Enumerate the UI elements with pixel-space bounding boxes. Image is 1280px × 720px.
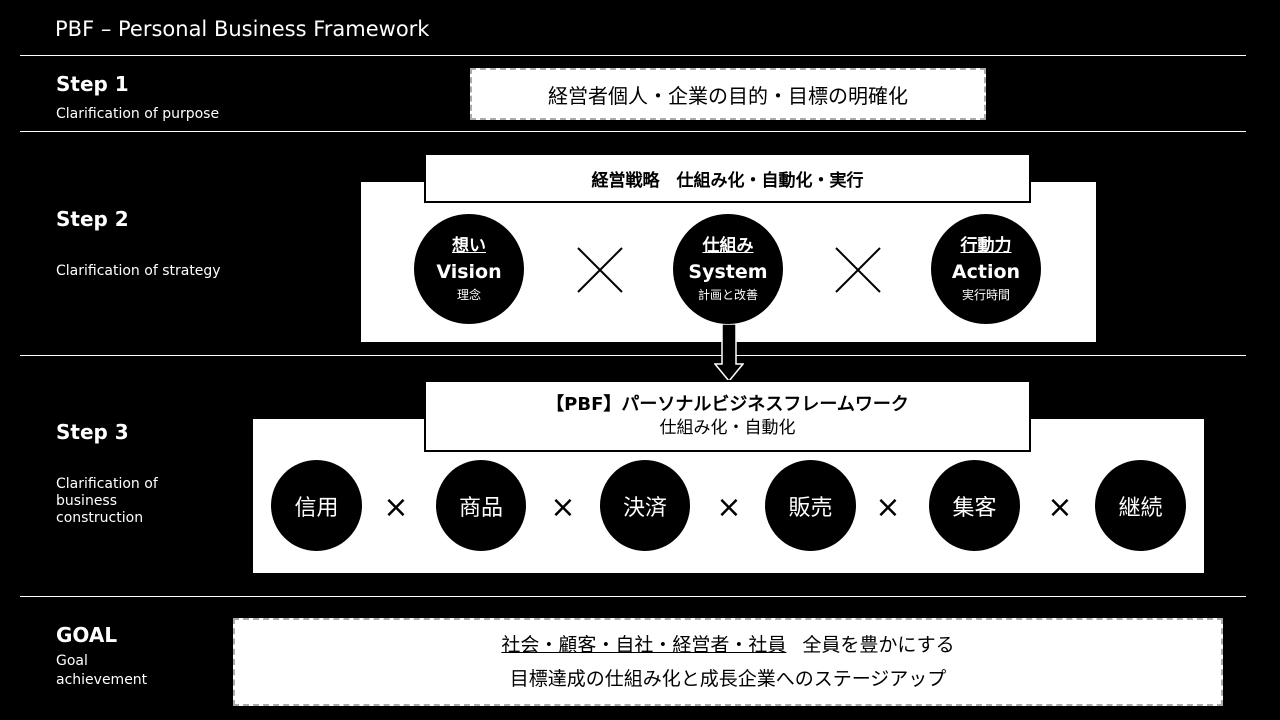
multiply-icon bbox=[577, 247, 623, 293]
framework-header-sub: 仕組み化・自動化 bbox=[659, 418, 796, 438]
system-en: System bbox=[688, 261, 768, 283]
framework-circle-label: 集客 bbox=[952, 495, 997, 521]
system-jp: 仕組み bbox=[702, 236, 754, 256]
goal-line-2: 目標達成の仕組み化と成長企業へのステージアップ bbox=[509, 668, 947, 690]
goal-subtitle: Goal achievement bbox=[56, 652, 147, 690]
framework-circle-label: 決済 bbox=[622, 495, 667, 521]
step3-heading: Step 3 bbox=[56, 420, 129, 444]
framework-circle-label: 販売 bbox=[788, 495, 833, 521]
strategy-header-text: 経営戦略 仕組み化・自動化・実行 bbox=[591, 170, 864, 191]
goal-subtitle-line: achievement bbox=[56, 672, 148, 688]
system-circle: 仕組み System 計画と改善 bbox=[673, 214, 783, 324]
framework-circle-label: 信用 bbox=[294, 495, 339, 521]
times-icon: × bbox=[875, 490, 901, 525]
purpose-box: 経営者個人・企業の目的・目標の明確化 bbox=[470, 68, 986, 120]
divider-step1 bbox=[20, 131, 1246, 132]
vision-jp: 想い bbox=[452, 236, 486, 256]
step1-heading: Step 1 bbox=[56, 72, 129, 96]
times-icon: × bbox=[383, 490, 409, 525]
divider-top bbox=[20, 55, 1246, 56]
goal-line-1: 社会・顧客・自社・経営者・社員 全員を豊かにする bbox=[235, 630, 1221, 660]
times-icon: × bbox=[1047, 490, 1073, 525]
framework-circle: 販売 bbox=[765, 460, 856, 551]
framework-circle: 信用 bbox=[271, 460, 362, 551]
page-title: PBF – Personal Business Framework bbox=[55, 17, 430, 41]
system-sub: 計画と改善 bbox=[697, 288, 758, 302]
step3-subtitle: Clarification of business construction bbox=[56, 476, 158, 527]
framework-circle: 商品 bbox=[436, 460, 526, 551]
down-arrow-icon bbox=[714, 324, 744, 382]
divider-step3 bbox=[20, 596, 1246, 597]
step2-subtitle: Clarification of strategy bbox=[56, 263, 221, 279]
step1-subtitle: Clarification of purpose bbox=[56, 106, 220, 122]
framework-header-box: 【PBF】パーソナルビジネスフレームワーク 仕組み化・自動化 bbox=[424, 380, 1031, 452]
step3-subtitle-line: business bbox=[56, 493, 118, 509]
goal-box: 社会・顧客・自社・経営者・社員 全員を豊かにする 目標達成の仕組み化と成長企業へ… bbox=[233, 618, 1223, 706]
times-icon: × bbox=[716, 490, 742, 525]
framework-circle-label: 継続 bbox=[1118, 495, 1163, 521]
action-jp: 行動力 bbox=[960, 236, 1012, 256]
goal-stakeholders: 社会・顧客・自社・経営者・社員 bbox=[501, 634, 787, 656]
strategy-header-box: 経営戦略 仕組み化・自動化・実行 bbox=[424, 153, 1031, 203]
step3-subtitle-line: construction bbox=[56, 510, 144, 526]
goal-heading: GOAL bbox=[56, 623, 118, 647]
framework-circle: 決済 bbox=[600, 460, 690, 551]
step3-subtitle-line: Clarification of bbox=[56, 476, 158, 492]
vision-en: Vision bbox=[436, 261, 502, 283]
multiply-icon bbox=[835, 247, 881, 293]
step2-heading: Step 2 bbox=[56, 207, 129, 231]
goal-prosper: 全員を豊かにする bbox=[802, 634, 955, 656]
goal-subtitle-line: Goal bbox=[56, 653, 88, 669]
divider-step2 bbox=[20, 355, 1246, 356]
action-circle: 行動力 Action 実行時間 bbox=[931, 214, 1041, 324]
action-sub: 実行時間 bbox=[961, 288, 1010, 302]
action-en: Action bbox=[951, 261, 1021, 283]
framework-circle: 継続 bbox=[1095, 460, 1186, 551]
framework-circle-label: 商品 bbox=[458, 495, 503, 521]
vision-sub: 理念 bbox=[456, 288, 481, 302]
times-icon: × bbox=[550, 490, 576, 525]
purpose-text: 経営者個人・企業の目的・目標の明確化 bbox=[548, 83, 908, 108]
framework-circle: 集客 bbox=[929, 460, 1020, 551]
vision-circle: 想い Vision 理念 bbox=[414, 214, 524, 324]
framework-header-title: 【PBF】パーソナルビジネスフレームワーク bbox=[546, 394, 909, 415]
